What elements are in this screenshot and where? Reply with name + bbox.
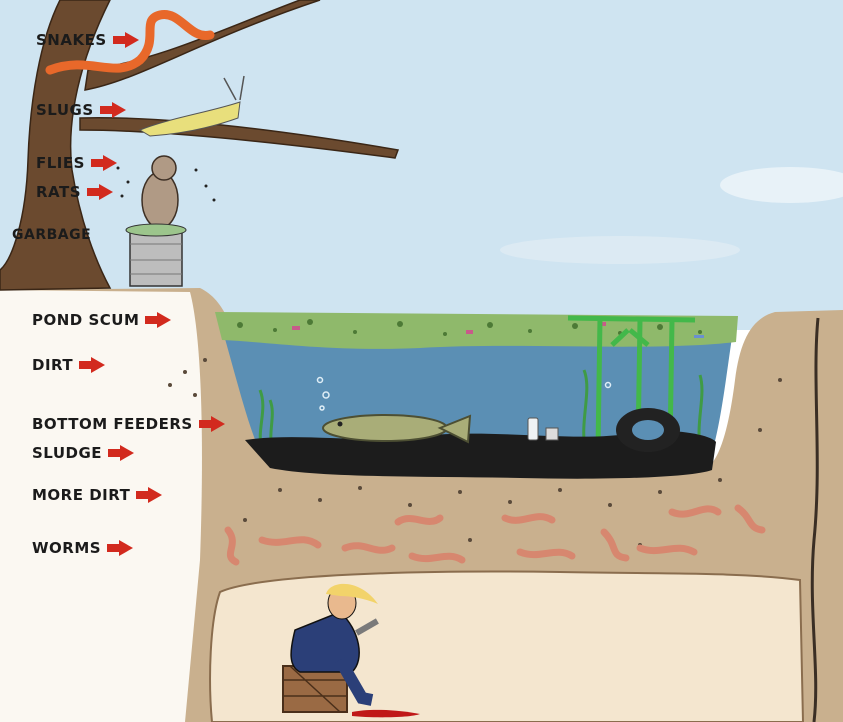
seated-figure bbox=[290, 583, 379, 706]
crate bbox=[282, 665, 348, 713]
sludge-layer bbox=[245, 430, 716, 479]
red-arrow-icon bbox=[79, 357, 106, 373]
label-pond-scum-text: POND SCUM bbox=[32, 310, 140, 329]
red-arrow-icon bbox=[145, 312, 172, 328]
red-arrow-icon bbox=[136, 487, 163, 503]
label-bottom-feeders-text: BOTTOM FEEDERS bbox=[32, 414, 193, 433]
blood-puddle bbox=[352, 709, 420, 718]
worms bbox=[224, 504, 766, 566]
red-arrow-icon bbox=[108, 445, 135, 461]
red-arrow-icon bbox=[87, 184, 114, 200]
label-snakes: SNAKES bbox=[36, 32, 139, 48]
label-dirt-text: DIRT bbox=[32, 355, 74, 374]
label-snakes-text: SNAKES bbox=[36, 30, 107, 49]
bubbles bbox=[316, 376, 612, 411]
label-bottom-feeders: BOTTOM FEEDERS bbox=[32, 416, 225, 432]
label-sludge-text: SLUDGE bbox=[32, 443, 103, 462]
cloud bbox=[720, 167, 843, 203]
fish bbox=[322, 414, 472, 444]
label-dirt: DIRT bbox=[32, 355, 106, 374]
label-garbage-text: GARBAGE bbox=[12, 227, 92, 243]
red-arrow-icon bbox=[112, 32, 139, 48]
snake bbox=[45, 10, 215, 75]
cloud bbox=[500, 236, 740, 264]
label-rats-text: RATS bbox=[36, 182, 82, 201]
label-worms: WORMS bbox=[32, 538, 134, 557]
garbage-can bbox=[125, 223, 187, 287]
label-worms-text: WORMS bbox=[32, 538, 102, 557]
flies bbox=[116, 166, 216, 202]
rope bbox=[810, 317, 820, 722]
label-more-dirt-text: MORE DIRT bbox=[32, 485, 131, 504]
red-arrow-icon bbox=[90, 155, 117, 171]
label-flies: FLIES bbox=[36, 155, 117, 171]
red-arrow-icon bbox=[198, 416, 225, 432]
rat bbox=[141, 155, 179, 229]
red-arrow-icon bbox=[107, 540, 134, 556]
sky bbox=[0, 0, 843, 330]
slug bbox=[138, 75, 245, 137]
label-garbage: GARBAGE bbox=[12, 228, 91, 242]
tire bbox=[616, 408, 680, 452]
label-flies-text: FLIES bbox=[36, 153, 85, 172]
label-zone bbox=[0, 290, 202, 722]
label-more-dirt: MORE DIRT bbox=[32, 485, 163, 504]
label-sludge: SLUDGE bbox=[32, 443, 135, 462]
label-rats: RATS bbox=[36, 182, 114, 201]
label-slugs: SLUGS bbox=[36, 102, 126, 118]
litter bbox=[527, 417, 559, 441]
pond-scum-layer bbox=[215, 312, 738, 349]
red-arrow-icon bbox=[99, 102, 126, 118]
label-slugs-text: SLUGS bbox=[36, 100, 94, 119]
label-pond-scum: POND SCUM bbox=[32, 310, 172, 329]
